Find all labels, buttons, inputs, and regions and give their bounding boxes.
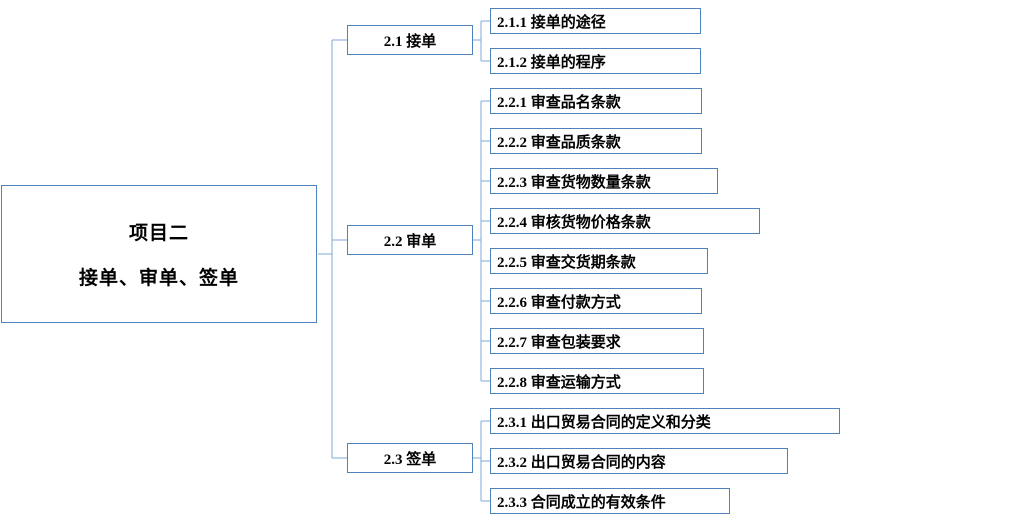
branch-node-2-3: 2.3 签单 (347, 443, 473, 473)
leaf-node-2-2-6: 2.2.6 审查付款方式 (490, 288, 702, 314)
leaf-node-2-2-8: 2.2.8 审查运输方式 (490, 368, 704, 394)
branch-2-1-connector (473, 20, 490, 62)
branch-node-2-1: 2.1 接单 (347, 25, 473, 55)
branch-2-2-connector (473, 100, 490, 382)
branch-2-3-connector (473, 420, 490, 502)
leaf-node-2-2-5: 2.2.5 审查交货期条款 (490, 248, 708, 274)
leaf-node-2-3-1: 2.3.1 出口贸易合同的定义和分类 (490, 408, 840, 434)
leaf-node-2-2-4: 2.2.4 审核货物价格条款 (490, 208, 760, 234)
leaf-node-2-1-1: 2.1.1 接单的途径 (490, 8, 701, 34)
root-branch-connector (318, 39, 347, 459)
root-subtitle: 接单、审单、签单 (78, 268, 239, 289)
leaf-node-2-2-2: 2.2.2 审查品质条款 (490, 128, 702, 154)
leaf-node-2-2-3: 2.2.3 审查货物数量条款 (490, 168, 718, 194)
leaf-node-2-1-2: 2.1.2 接单的程序 (490, 48, 701, 74)
root-title: 项目二 (128, 223, 189, 244)
leaf-node-2-3-2: 2.3.2 出口贸易合同的内容 (490, 448, 788, 474)
leaf-node-2-2-7: 2.2.7 审查包装要求 (490, 328, 704, 354)
root-node: 项目二 接单、审单、签单 (1, 185, 317, 323)
leaf-node-2-3-3: 2.3.3 合同成立的有效条件 (490, 488, 730, 514)
branch-node-2-2: 2.2 审单 (347, 225, 473, 255)
leaf-node-2-2-1: 2.2.1 审查品名条款 (490, 88, 702, 114)
